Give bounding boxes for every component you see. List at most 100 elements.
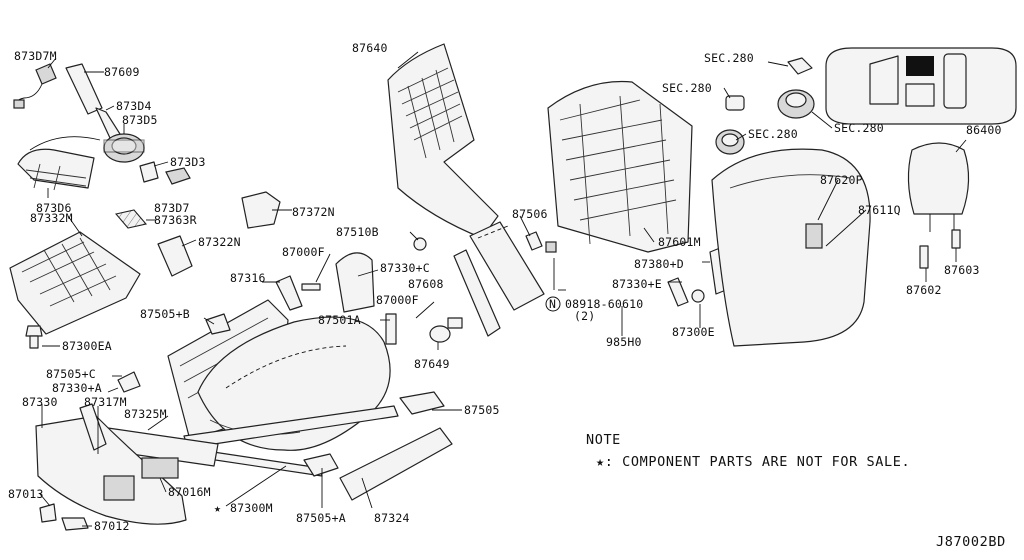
label-87608[interactable]: 87608 — [408, 277, 444, 291]
label-87640[interactable]: 87640 — [352, 41, 388, 55]
label-87317M[interactable]: 87317M — [84, 395, 127, 409]
seatback-frame-87601M — [547, 80, 693, 253]
label-87300E[interactable]: 87300E — [672, 325, 715, 339]
side-finisher-87330 — [35, 415, 187, 525]
cover-87505C — [117, 371, 141, 393]
label-87332M[interactable]: 87332M — [30, 211, 73, 225]
label-87505B[interactable]: 87505+B — [140, 307, 190, 321]
switch-sec280-a — [787, 57, 813, 75]
airbag-985H0 — [469, 221, 545, 311]
bolt-87000F-a — [301, 283, 321, 291]
label-87322N[interactable]: 87322N — [198, 235, 241, 249]
cover-87505 — [399, 391, 445, 415]
label-873D4[interactable]: 873D4 — [116, 99, 152, 113]
bracket-87316 — [275, 275, 303, 311]
label-sec280-c[interactable]: SEC.280 — [748, 127, 798, 141]
label-87505[interactable]: 87505 — [464, 403, 500, 417]
bolt-87300EA — [25, 325, 43, 349]
label-87510B[interactable]: 87510B — [336, 225, 379, 239]
label-87603[interactable]: 87603 — [944, 263, 980, 277]
label-87649[interactable]: 87649 — [414, 357, 450, 371]
label-87501A[interactable]: 87501A — [318, 313, 361, 327]
label-sec280-d[interactable]: SEC.280 — [834, 121, 884, 135]
label-873D7M[interactable]: 873D7M — [14, 49, 57, 63]
label-08918-circle: N — [549, 297, 556, 311]
label-87300EA[interactable]: 87300EA — [62, 339, 112, 353]
cap-87649 — [429, 325, 451, 343]
bolt-87000F-b — [447, 317, 463, 329]
lumbar-motor-873D5 — [103, 133, 145, 163]
label-87016M[interactable]: 87016M — [168, 485, 211, 499]
label-08918-60610[interactable]: 08918-60610 — [565, 297, 643, 311]
label-87330E[interactable]: 87330+E — [612, 277, 662, 291]
cover-87322N — [157, 235, 193, 277]
bolt-87300E — [691, 289, 705, 303]
label-sec280-a[interactable]: SEC.280 — [704, 51, 754, 65]
seatback-trim-87620P — [711, 148, 871, 347]
label-87000F-a[interactable]: 87000F — [282, 245, 325, 259]
label-87505A[interactable]: 87505+A — [296, 511, 346, 525]
label-87000F-b[interactable]: 87000F — [376, 293, 419, 307]
label-87601M[interactable]: 87601M — [658, 235, 701, 249]
label-08918-qty: (2) — [574, 309, 595, 323]
bracket-87506 — [525, 231, 557, 253]
seat-pan-87332M — [9, 231, 141, 335]
bushing-87510B — [413, 237, 427, 251]
knob-87012 — [61, 517, 89, 531]
vehicle-location-inset — [825, 47, 1017, 125]
guide-87602 — [919, 245, 929, 269]
label-87330[interactable]: 87330 — [22, 395, 58, 409]
note-title: NOTE — [586, 432, 621, 448]
label-87316[interactable]: 87316 — [230, 271, 266, 285]
part-labels: 873D7M 87609 873D4 873D5 873D3 873D6 873… — [8, 41, 1002, 533]
pad-87363R — [114, 209, 148, 229]
knob-87013 — [39, 503, 57, 523]
label-873D6[interactable]: 873D6 — [36, 201, 72, 215]
label-87602[interactable]: 87602 — [906, 283, 942, 297]
label-873D7[interactable]: 873D7 — [154, 201, 190, 215]
label-87012[interactable]: 87012 — [94, 519, 130, 533]
cover-87330E — [667, 277, 689, 307]
label-87620P[interactable]: 87620P — [820, 173, 863, 187]
headrest-86400 — [907, 142, 970, 232]
guide-87603 — [951, 229, 961, 249]
star-marker-87300M: ★ — [214, 501, 221, 515]
label-87372N[interactable]: 87372N — [292, 205, 335, 219]
label-87609[interactable]: 87609 — [104, 65, 140, 79]
label-87505C[interactable]: 87505+C — [46, 367, 96, 381]
cover-87505A — [303, 453, 339, 477]
speaker-sec280-d — [777, 89, 815, 119]
switch-sec280-b — [725, 95, 745, 111]
label-873D5[interactable]: 873D5 — [122, 113, 158, 127]
label-87013[interactable]: 87013 — [8, 487, 44, 501]
cover-87372N — [241, 191, 281, 229]
leader-lines — [39, 51, 967, 527]
seatback-board-87640 — [387, 43, 499, 239]
speaker-sec280-c — [715, 129, 745, 155]
switch-87016M — [141, 457, 179, 479]
label-86400[interactable]: 86400 — [966, 123, 1002, 137]
note-text: ★: COMPONENT PARTS ARE NOT FOR SALE. — [596, 454, 910, 470]
label-87330A[interactable]: 87330+A — [52, 381, 102, 395]
note-block: NOTE ★: COMPONENT PARTS ARE NOT FOR SALE… — [586, 432, 910, 470]
label-87380D[interactable]: 87380+D — [634, 257, 684, 271]
harness-connector-873D7M — [13, 63, 57, 109]
label-sec280-b[interactable]: SEC.280 — [662, 81, 712, 95]
cover-87317M — [79, 403, 107, 451]
cover-87505B — [205, 313, 231, 335]
label-87325M[interactable]: 87325M — [124, 407, 167, 421]
label-985H0[interactable]: 985H0 — [606, 335, 642, 349]
label-87300M[interactable]: 87300M — [230, 501, 273, 515]
bolt-87501A — [385, 313, 397, 345]
lumbar-frame-873D6 — [17, 136, 101, 191]
label-873D3[interactable]: 873D3 — [170, 155, 206, 169]
n-circle-marker — [545, 296, 561, 312]
diagram-code: J87002BD — [936, 534, 1006, 550]
pad-87608 — [453, 249, 501, 337]
label-87363R[interactable]: 87363R — [154, 213, 197, 227]
label-87611Q[interactable]: 87611Q — [858, 203, 901, 217]
label-87506[interactable]: 87506 — [512, 207, 548, 221]
label-87324[interactable]: 87324 — [374, 511, 410, 525]
label-87330C[interactable]: 87330+C — [380, 261, 430, 275]
